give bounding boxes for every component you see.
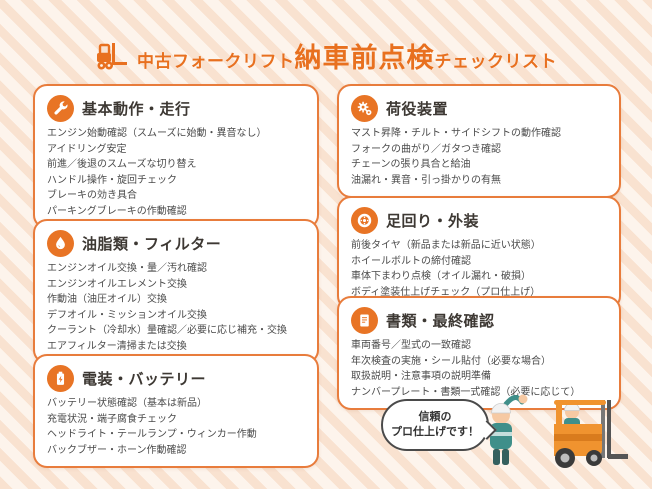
checklist-item: バックブザー・ホーン作動確認 xyxy=(47,444,187,456)
oil-drop-icon xyxy=(47,230,74,257)
wrench-icon xyxy=(47,95,74,122)
checklist-item: ヘッドライト・テールランプ・ウィンカー作動 xyxy=(47,429,257,440)
card-documents-final-check: 書類・最終確認 車両番号／型式の一致確認 年次検査の実施・シール貼付（必要な場合… xyxy=(337,296,621,410)
checklist-item: ホイールボルトの締付確認 xyxy=(351,255,471,267)
card-title: 足回り・外装 xyxy=(386,213,480,230)
checklist-item: バッテリー状態確認（基本は新品） xyxy=(47,398,207,409)
checklist-item: 車体下まわり点検（オイル漏れ・破損） xyxy=(351,271,531,282)
checklist-item: ナンバープレート・書類一式確認（必要に応じて） xyxy=(351,386,581,398)
speech-bubble-line1: 信頼の xyxy=(418,411,452,424)
checklist: 車両番号／型式の一致確認 年次検査の実施・シール貼付（必要な場合） 取扱説明・注… xyxy=(351,338,607,400)
tire-icon xyxy=(351,207,378,234)
card-title: 油脂類・フィルター xyxy=(82,236,222,253)
battery-icon xyxy=(47,365,74,392)
card-title: 荷役装置 xyxy=(386,101,449,118)
checklist-item: 作動油（油圧オイル）交換 xyxy=(47,294,167,305)
checklist-item: パーキングブレーキの作動確認 xyxy=(47,205,187,217)
checklist-item: エアフィルター清掃または交換 xyxy=(47,340,187,352)
checklist-item: クーラント（冷却水）量確認／必要に応じ補充・交換 xyxy=(47,325,287,336)
gears-icon xyxy=(351,95,378,122)
checklist-item: ハンドル操作・旋回チェック xyxy=(47,174,177,186)
card-electrical-battery: 電装・バッテリー バッテリー状態確認（基本は新品） 充電状況・端子腐食チェック … xyxy=(33,354,319,468)
card-oils-filters: 油脂類・フィルター エンジンオイル交換・量／汚れ確認 エンジンオイルエレメント交… xyxy=(33,219,319,364)
page-title: 中古フォークリフト 納車前点検 チェックリスト xyxy=(137,36,557,75)
checklist-item: エンジンオイル交換・量／汚れ確認 xyxy=(47,263,207,274)
workers-forklift-illustration xyxy=(490,394,628,468)
card-header: 荷役装置 xyxy=(351,95,607,122)
checklist-item: チェーンの張り具合と給油 xyxy=(351,159,471,170)
checklist: マスト昇降・チルト・サイドシフトの動作確認 フォークの曲がり／ガタつき確認 チェ… xyxy=(351,126,607,188)
checklist-item: 年次検査の実施・シール貼付（必要な場合） xyxy=(351,355,551,367)
forklift-logo-icon xyxy=(97,42,127,69)
checklist: エンジンオイル交換・量／汚れ確認 エンジンオイルエレメント交換 作動油（油圧オイ… xyxy=(47,261,305,354)
checklist-item: 前後タイヤ（新品または新品に近い状態） xyxy=(351,240,541,251)
checklist: 前後タイヤ（新品または新品に近い状態） ホイールボルトの締付確認 車体下まわり点… xyxy=(351,238,607,300)
card-title: 基本動作・走行 xyxy=(82,101,191,118)
card-basic-operation: 基本動作・走行 エンジン始動確認（スムーズに始動・異音なし） アイドリング安定 … xyxy=(33,84,319,229)
speech-bubble: 信頼の プロ仕上げです！ xyxy=(381,399,489,451)
checklist-item: マスト昇降・チルト・サイドシフトの動作確認 xyxy=(351,128,561,139)
checklist-item: 油漏れ・異音・引っ掛かりの有無 xyxy=(351,174,501,186)
checklist-item: フォークの曲がり／ガタつき確認 xyxy=(351,143,501,155)
speech-bubble-line2: プロ仕上げです！ xyxy=(391,426,479,438)
card-header: 電装・バッテリー xyxy=(47,365,305,392)
page-header: 中古フォークリフト 納車前点検 チェックリスト xyxy=(0,36,652,75)
card-title: 書類・最終確認 xyxy=(386,313,495,330)
page-title-suffix: チェックリスト xyxy=(434,52,557,71)
card-cargo-equipment: 荷役装置 マスト昇降・チルト・サイドシフトの動作確認 フォークの曲がり／ガタつき… xyxy=(337,84,621,198)
card-header: 書類・最終確認 xyxy=(351,307,607,334)
page-title-main: 納車前点検 xyxy=(294,43,435,73)
checklist-item: エンジンオイルエレメント交換 xyxy=(47,278,187,290)
card-header: 油脂類・フィルター xyxy=(47,230,305,257)
checklist-item: 前進／後退のスムーズな切り替え xyxy=(47,159,197,170)
card-title: 電装・バッテリー xyxy=(82,371,207,388)
checklist-item: アイドリング安定 xyxy=(47,143,127,155)
checklist-item: エンジン始動確認（スムーズに始動・異音なし） xyxy=(47,128,267,139)
checklist: エンジン始動確認（スムーズに始動・異音なし） アイドリング安定 前進／後退のスム… xyxy=(47,126,305,219)
checklist: バッテリー状態確認（基本は新品） 充電状況・端子腐食チェック ヘッドライト・テー… xyxy=(47,396,305,458)
checklist-item: 取扱説明・注意事項の説明準備 xyxy=(351,371,491,382)
checklist-item: ブレーキの効き具合 xyxy=(47,190,137,201)
page-title-prefix: 中古フォークリフト xyxy=(137,52,295,71)
card-undercarriage-exterior: 足回り・外装 前後タイヤ（新品または新品に近い状態） ホイールボルトの締付確認 … xyxy=(337,196,621,310)
card-header: 基本動作・走行 xyxy=(47,95,305,122)
checklist-item: ボディ塗装仕上げチェック（プロ仕上げ） xyxy=(351,286,541,298)
checklist-item: 充電状況・端子腐食チェック xyxy=(47,413,177,425)
checklist-item: デフオイル・ミッションオイル交換 xyxy=(47,309,207,321)
card-header: 足回り・外装 xyxy=(351,207,607,234)
document-icon xyxy=(351,307,378,334)
checklist-item: 車両番号／型式の一致確認 xyxy=(351,340,471,351)
